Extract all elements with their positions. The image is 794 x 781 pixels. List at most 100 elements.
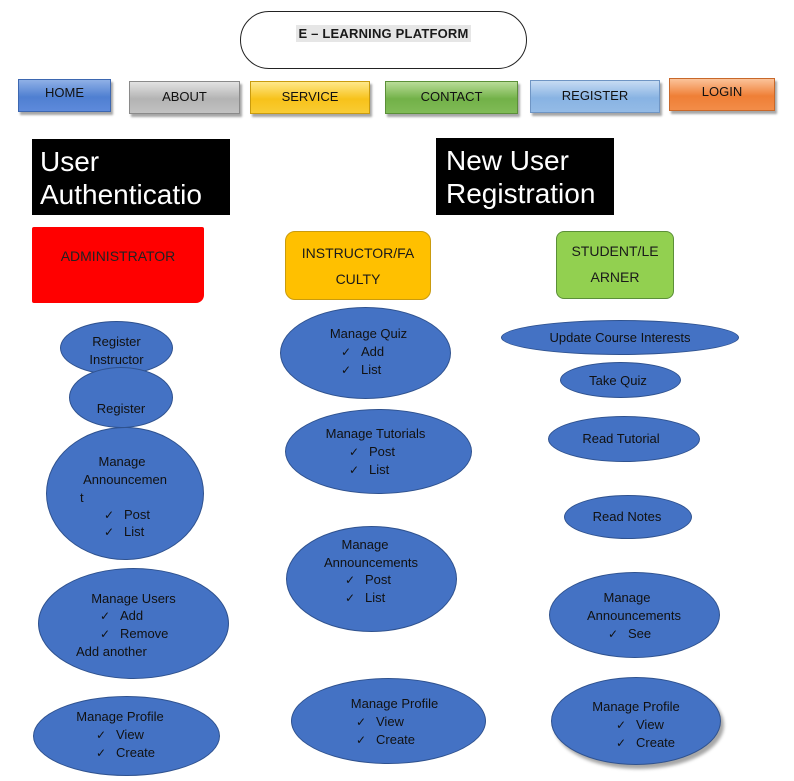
manage-tutorials-list: List xyxy=(369,462,390,477)
manage-users-remove-item: ✓Remove xyxy=(100,625,168,643)
nav-about-label: ABOUT xyxy=(162,89,207,104)
nav-contact-label: CONTACT xyxy=(420,89,483,104)
check-icon: ✓ xyxy=(349,445,360,459)
auth-header-line1: User xyxy=(40,146,100,177)
admin-announce-post: Post xyxy=(124,507,151,522)
new-user-registration-header: New User Registration xyxy=(436,138,614,215)
read-tutorial-label: Read Tutorial xyxy=(582,431,660,446)
instructor-manage-profile-node[interactable]: Manage Profile ✓ View ✓Create xyxy=(291,678,486,764)
register-instructor-line1: Register xyxy=(92,334,141,349)
stud-profile-title: Manage Profile xyxy=(592,699,680,714)
instr-announce-list: List xyxy=(365,590,386,605)
instr-profile-title: Manage Profile xyxy=(350,696,439,711)
check-icon: ✓ xyxy=(104,525,115,539)
nav-about-button[interactable]: ABOUT xyxy=(129,81,240,114)
check-icon: ✓ xyxy=(345,573,356,587)
admin-announce-list-item: ✓ List xyxy=(104,523,144,541)
nav-service-button[interactable]: SERVICE xyxy=(250,81,370,114)
manage-users-node[interactable]: Manage Users ✓Add ✓Remove Add another xyxy=(38,568,229,679)
stud-announce-line2: Announcements xyxy=(587,608,681,623)
stud-profile-view: View xyxy=(636,717,664,732)
instr-announce-post-item: ✓Post xyxy=(345,571,391,589)
student-label-line2: ARNER xyxy=(590,269,640,285)
update-course-interests-node[interactable]: Update Course Interests xyxy=(501,320,739,355)
manage-tutorials-post-item: ✓ Post xyxy=(349,443,395,461)
instr-profile-create-item: ✓Create xyxy=(356,731,415,749)
check-icon: ✓ xyxy=(96,746,107,760)
admin-manage-profile-node[interactable]: Manage Profile ✓ View ✓ Create xyxy=(33,696,220,776)
update-course-interests-label: Update Course Interests xyxy=(549,330,691,345)
check-icon: ✓ xyxy=(100,609,111,623)
take-quiz-node[interactable]: Take Quiz xyxy=(560,362,681,398)
reg-header-line2: Registration xyxy=(446,178,596,209)
manage-quiz-add: Add xyxy=(361,344,385,359)
student-manage-profile-node[interactable]: Manage Profile ✓ View ✓Create xyxy=(551,677,721,765)
student-label-line1: STUDENT/LE xyxy=(571,243,659,259)
administrator-label: ADMINISTRATOR xyxy=(60,248,176,264)
read-notes-node[interactable]: Read Notes xyxy=(564,495,692,539)
stud-profile-create-item: ✓Create xyxy=(616,734,675,752)
manage-quiz-node[interactable]: Manage Quiz ✓ Add ✓ List xyxy=(280,307,451,399)
student-manage-announcements-node[interactable]: Manage Announcements ✓See xyxy=(549,572,720,658)
admin-announce-line2: Announcemen xyxy=(83,472,167,487)
instr-announce-line2: Announcements xyxy=(324,555,418,570)
auth-header-line2: Authenticatio xyxy=(40,179,202,210)
check-icon: ✓ xyxy=(608,627,619,641)
manage-users-title: Manage Users xyxy=(91,591,176,606)
platform-title: E – LEARNING PLATFORM xyxy=(296,24,471,42)
nav-login-label: LOGIN xyxy=(701,84,743,99)
platform-title-banner: E – LEARNING PLATFORM xyxy=(240,11,527,69)
user-authentication-header: User Authenticatio xyxy=(32,139,230,215)
instructor-label-line2: CULTY xyxy=(335,271,381,287)
register-node[interactable]: Register xyxy=(69,367,173,428)
read-tutorial-node[interactable]: Read Tutorial xyxy=(548,416,700,462)
check-icon: ✓ xyxy=(356,733,367,747)
stud-announce-see-item: ✓See xyxy=(608,625,651,643)
manage-quiz-title: Manage Quiz xyxy=(329,326,408,341)
nav-home-button[interactable]: HOME xyxy=(18,79,111,112)
check-icon: ✓ xyxy=(341,363,352,377)
read-notes-label: Read Notes xyxy=(592,509,662,524)
manage-users-add-item: ✓Add xyxy=(100,607,143,625)
check-icon: ✓ xyxy=(96,728,107,742)
check-icon: ✓ xyxy=(345,591,356,605)
manage-users-add-another: Add another xyxy=(76,644,147,659)
check-icon: ✓ xyxy=(349,463,360,477)
stud-profile-view-item: ✓ View xyxy=(616,716,664,734)
admin-profile-view-item: ✓ View xyxy=(96,726,144,744)
manage-tutorials-post: Post xyxy=(369,444,396,459)
manage-quiz-list: List xyxy=(361,362,382,377)
manage-tutorials-list-item: ✓ List xyxy=(349,461,389,479)
manage-quiz-list-item: ✓ List xyxy=(341,361,381,379)
admin-announce-line1: Manage xyxy=(98,454,146,469)
reg-header-line1: New User xyxy=(446,145,569,176)
admin-announce-post-item: ✓ Post xyxy=(104,506,150,524)
admin-profile-view: View xyxy=(116,727,144,742)
register-instructor-node[interactable]: Register Instructor xyxy=(60,321,173,375)
administrator-role-box: ADMINISTRATOR xyxy=(32,227,204,303)
nav-register-label: REGISTER xyxy=(561,88,629,103)
nav-register-button[interactable]: REGISTER xyxy=(530,80,660,113)
nav-service-label: SERVICE xyxy=(281,89,339,104)
nav-contact-button[interactable]: CONTACT xyxy=(385,81,518,114)
check-icon: ✓ xyxy=(356,715,367,729)
stud-profile-create: Create xyxy=(636,735,676,750)
register-label: Register xyxy=(96,401,146,416)
manage-tutorials-node[interactable]: Manage Tutorials ✓ Post ✓ List xyxy=(285,409,472,494)
instructor-label-line1: INSTRUCTOR/FA xyxy=(301,245,415,261)
manage-tutorials-title: Manage Tutorials xyxy=(325,426,426,441)
nav-login-button[interactable]: LOGIN xyxy=(669,78,775,111)
student-role-box: STUDENT/LE ARNER xyxy=(556,231,674,299)
admin-manage-announcements-node[interactable]: Manage Announcemen t ✓Post ✓List xyxy=(46,427,204,560)
instructor-manage-announcements-node[interactable]: Manage Announcements ✓Post ✓ List xyxy=(286,526,457,632)
admin-profile-title: Manage Profile xyxy=(76,709,164,724)
check-icon: ✓ xyxy=(616,718,627,732)
instr-announce-line1: Manage xyxy=(341,537,389,552)
instr-profile-view: View xyxy=(376,714,404,729)
admin-profile-create: Create xyxy=(116,745,156,760)
check-icon: ✓ xyxy=(341,345,352,359)
check-icon: ✓ xyxy=(104,508,115,522)
instr-announce-list-item: ✓ List xyxy=(345,589,385,607)
instructor-role-box: INSTRUCTOR/FA CULTY xyxy=(285,231,431,300)
admin-announce-list: List xyxy=(124,524,145,539)
